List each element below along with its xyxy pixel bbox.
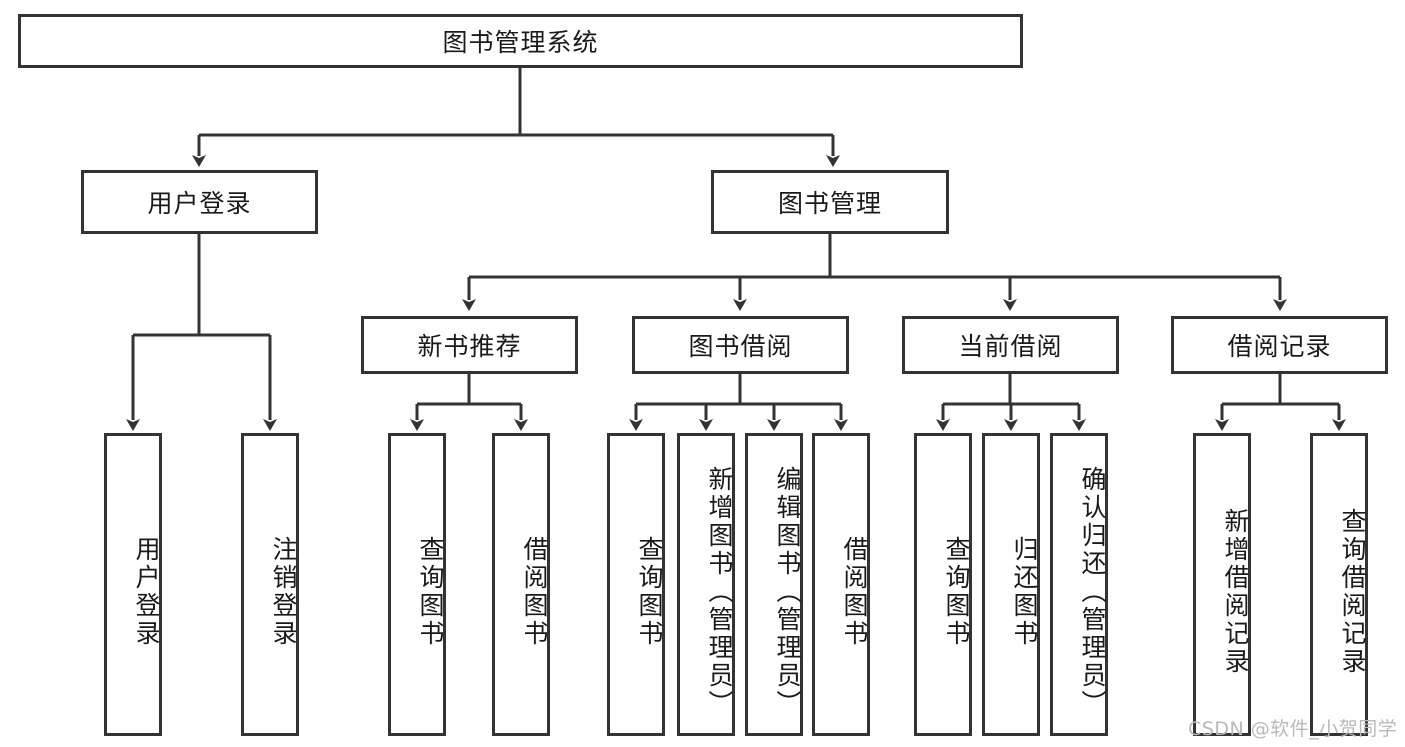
leaf-recommend-query-book[interactable]: 查询图书: [388, 433, 446, 736]
leaf-current-confirm-return-admin[interactable]: 确认归还（管理员）: [1050, 433, 1108, 736]
leaf-record-add-borrow-record[interactable]: 新增借阅记录: [1193, 433, 1251, 736]
leaf-borrow-edit-book-admin[interactable]: 编辑图书（管理员）: [745, 433, 803, 736]
node-root-system[interactable]: 图书管理系统: [18, 14, 1023, 68]
leaf-logout-login[interactable]: 注销登录: [241, 433, 299, 736]
leaf-borrow-query-book[interactable]: 查询图书: [607, 433, 665, 736]
leaf-current-query-book[interactable]: 查询图书: [914, 433, 972, 736]
leaf-recommend-borrow-book[interactable]: 借阅图书: [492, 433, 550, 736]
node-book-management[interactable]: 图书管理: [711, 170, 949, 234]
csdn-watermark: CSDN @软件_小贺同学: [1188, 718, 1398, 740]
node-borrow-record[interactable]: 借阅记录: [1171, 316, 1388, 374]
leaf-current-return-book[interactable]: 归还图书: [982, 433, 1040, 736]
node-current-borrow[interactable]: 当前借阅: [902, 316, 1119, 374]
leaf-record-query-borrow-record[interactable]: 查询借阅记录: [1310, 433, 1368, 736]
node-user-login[interactable]: 用户登录: [81, 170, 318, 234]
leaf-borrow-add-book-admin[interactable]: 新增图书（管理员）: [677, 433, 735, 736]
leaf-user-login[interactable]: 用户登录: [104, 433, 162, 736]
node-book-borrow[interactable]: 图书借阅: [632, 316, 849, 374]
leaf-borrow-borrow-book[interactable]: 借阅图书: [812, 433, 870, 736]
node-new-book-recommend[interactable]: 新书推荐: [361, 316, 578, 374]
